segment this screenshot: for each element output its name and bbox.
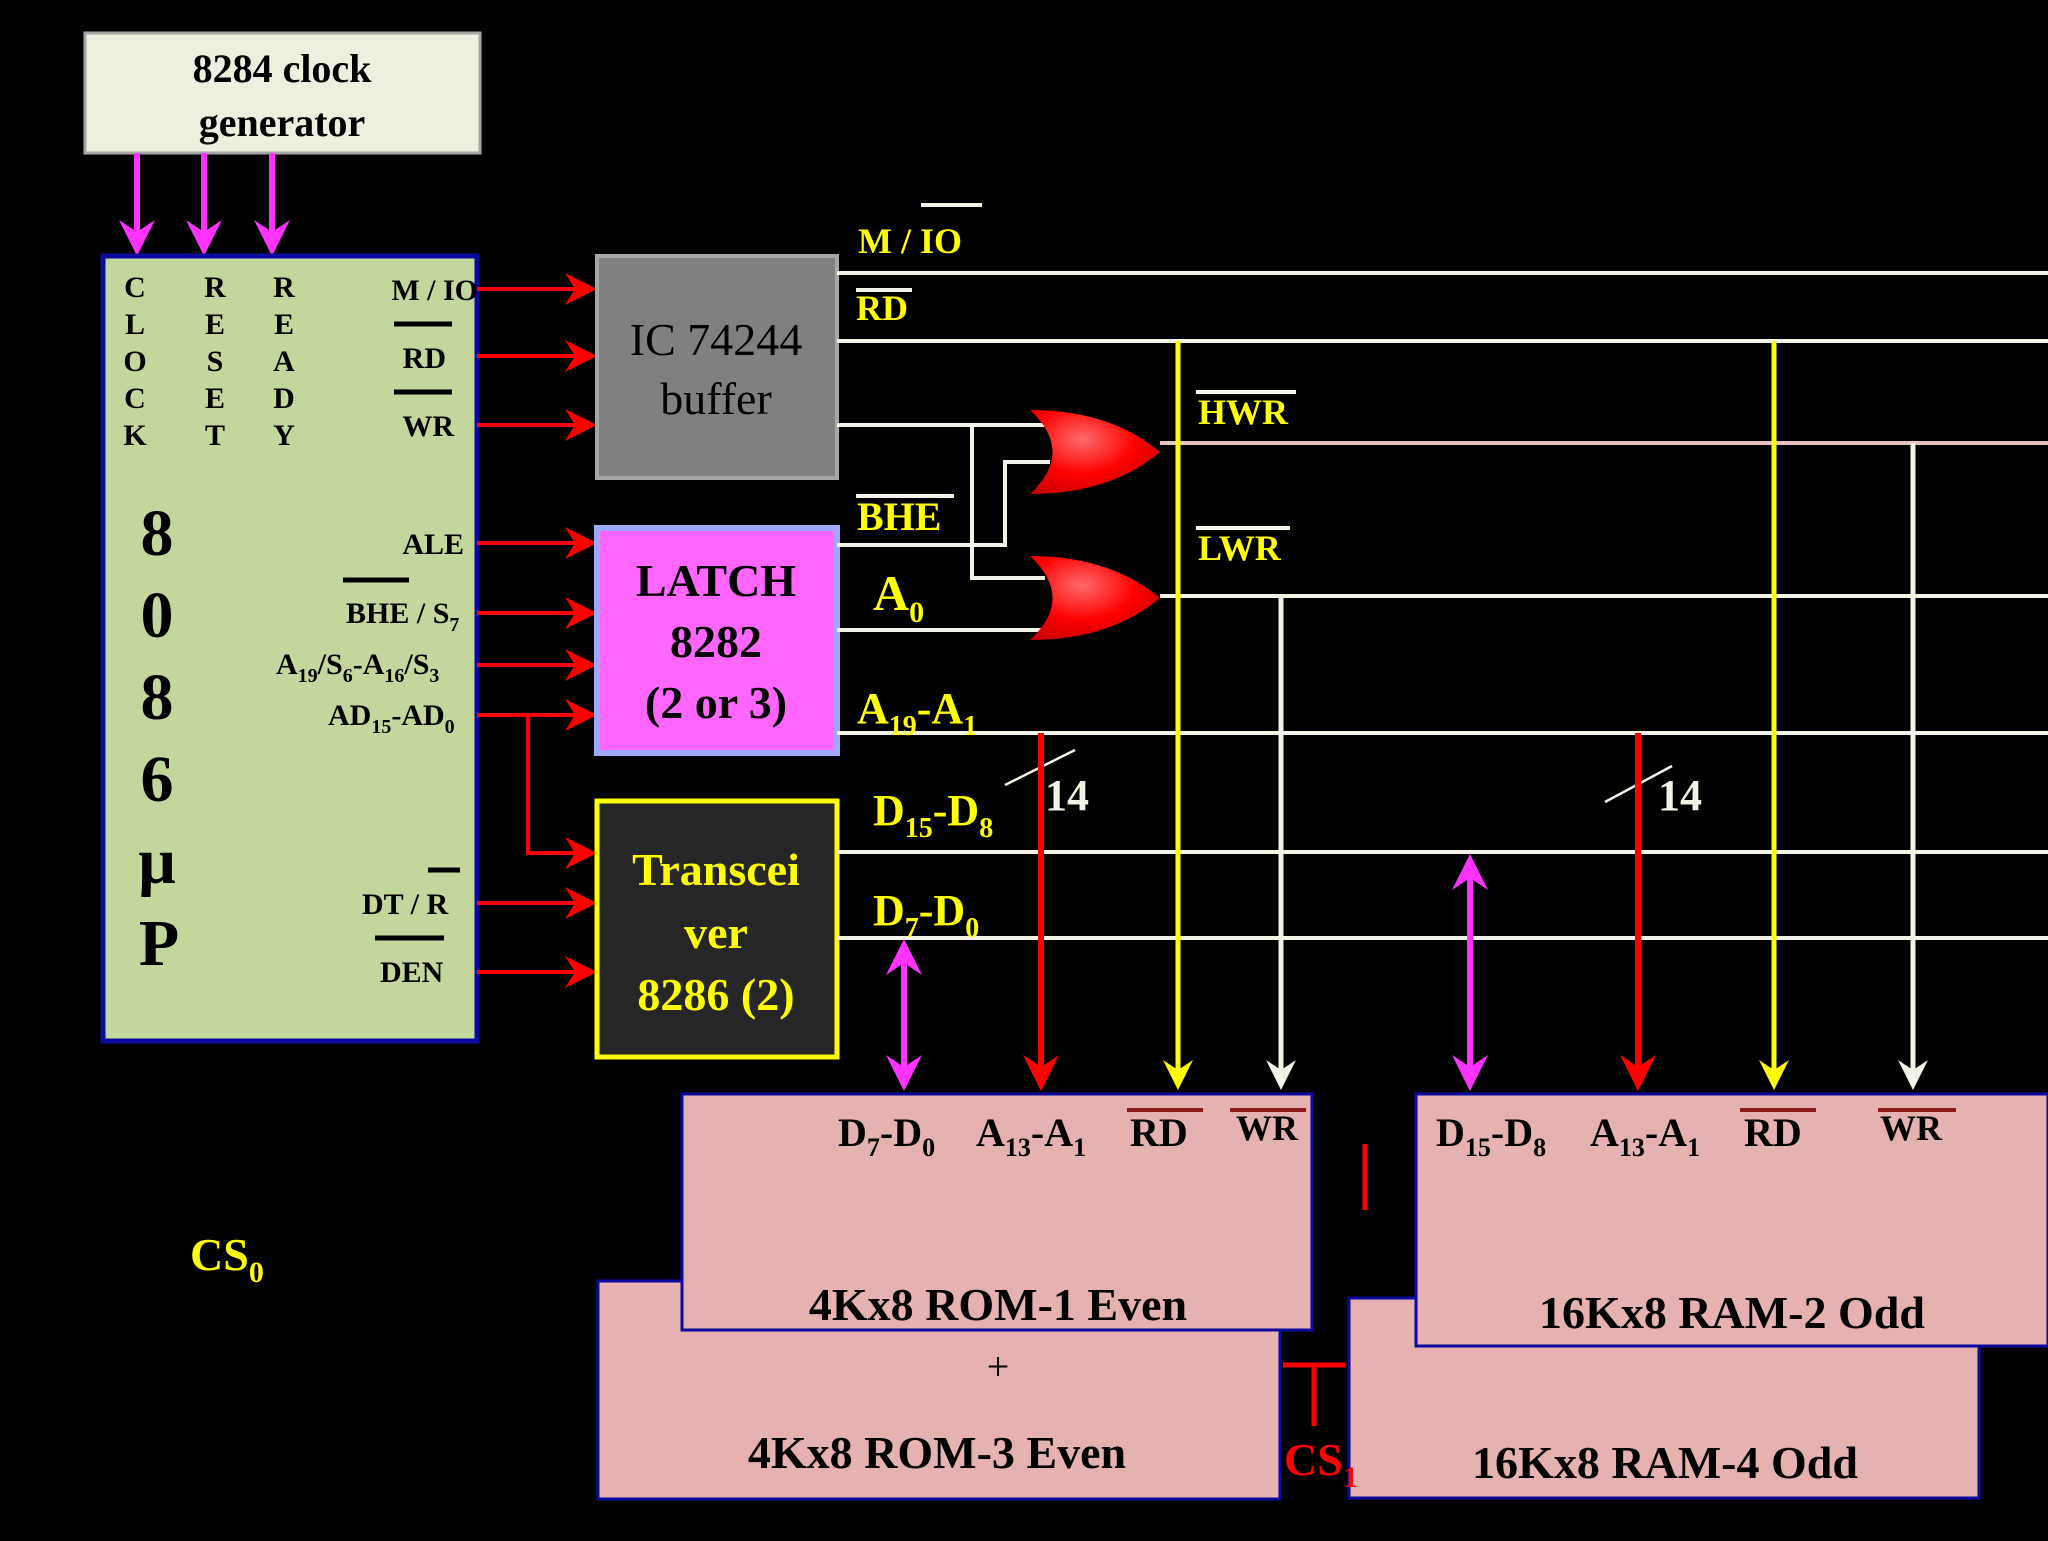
pin-address-status: A19/S6-A16/S3 [276, 648, 439, 687]
bus-label-bhe: BHE [857, 494, 941, 539]
transceiver-label-3: 8286 (2) [637, 969, 794, 1020]
chip-letter: 8 [141, 661, 174, 734]
buffer-label-2: buffer [660, 373, 772, 424]
cpu-vertical-labels: C L O C K R E S E T R E A D Y [123, 271, 295, 452]
width-label-left: 14 [1045, 771, 1089, 820]
clock-generator-box: 8284 clock generator [83, 31, 482, 155]
rom-1-title: 4Kx8 ROM-1 Even [809, 1279, 1187, 1330]
rom-3-title: 4Kx8 ROM-3 Even [748, 1427, 1126, 1478]
buffer-label-1: IC 74244 [630, 314, 803, 365]
bus-label-rd: RD [856, 288, 908, 328]
ready-letter: D [273, 382, 295, 415]
ad-to-transceiver-arrow [526, 715, 597, 869]
hwr-or-gate [1030, 410, 1160, 494]
bus-label-lwr: LWR [1198, 528, 1282, 568]
clock-letter: C [124, 271, 146, 304]
latch-label-2: 8282 [670, 616, 762, 667]
clock-letter: L [125, 308, 145, 341]
bus-label-data-low: D7-D0 [873, 886, 979, 944]
chip-letter: 6 [141, 743, 174, 816]
cs0-label: CS0 [190, 1229, 264, 1289]
ram-2-chip: 16Kx8 RAM-2 Odd D15-D8 A13-A1 RD WR [1414, 1092, 2048, 1348]
reset-letter: E [205, 308, 225, 341]
reset-letter: S [207, 345, 224, 378]
transceiver-label-2: ver [684, 907, 748, 958]
ram-2-wr-pin: WR [1880, 1108, 1943, 1148]
reset-letter: E [205, 382, 225, 415]
bus-label-a0: A0 [873, 565, 924, 629]
clock-letter: O [123, 345, 146, 378]
latch-label-1: LATCH [636, 555, 796, 606]
chip-letter: 8 [141, 497, 174, 570]
pin-mio: M / IO [391, 274, 478, 307]
rom-1-rd-pin: RD [1130, 1110, 1188, 1155]
cpu-chip-name: 8 0 8 6 µ P [138, 497, 179, 980]
lwr-or-gate [1030, 556, 1160, 640]
ready-letter: A [273, 345, 295, 378]
pin-ale: ALE [402, 528, 464, 561]
clock-generator-label-1: 8284 clock [193, 46, 373, 91]
rom-plus-sign: + [987, 1344, 1010, 1389]
pin-dtr: DT / R [362, 888, 448, 921]
system-bus-lines [837, 271, 2048, 940]
ready-letter: Y [273, 419, 295, 452]
pin-rd: RD [403, 342, 446, 375]
ready-letter: E [274, 308, 294, 341]
rom-1-wr-pin: WR [1236, 1108, 1299, 1148]
clock-letter: K [123, 419, 147, 452]
pin-den: DEN [380, 956, 444, 989]
pin-ad-bus: AD15-AD0 [328, 699, 455, 738]
bus-label-data-high: D15-D8 [873, 786, 993, 844]
rom-1-chip: 4Kx8 ROM-1 Even D7-D0 A13-A1 RD WR [680, 1092, 1314, 1332]
rom-1-data-pins: D7-D0 [838, 1110, 935, 1162]
reset-letter: R [204, 271, 226, 304]
ram-4-title: 16Kx8 RAM-4 Odd [1472, 1437, 1858, 1488]
pin-bhe: BHE / S7 [346, 597, 459, 636]
transceiver-label-1: Transcei [632, 844, 800, 895]
pin-wr: WR [402, 410, 454, 443]
cpu-pin-labels: M / IO RD WR ALE BHE / S7 A19/S6-A16/S3 … [276, 274, 478, 989]
chip-letter: µ [138, 825, 176, 898]
ready-letter: R [273, 271, 295, 304]
clock-generator-label-2: generator [199, 100, 366, 145]
cs1-label: CS1 [1284, 1434, 1358, 1494]
latch-label-3: (2 or 3) [645, 677, 787, 728]
transceiver-8286-box: Transcei ver 8286 (2) [594, 798, 840, 1060]
bus-label-mio: M / IO [858, 221, 962, 261]
bus-label-address: A19-A1 [857, 684, 977, 742]
reset-letter: T [205, 419, 225, 452]
cpu-8086-box [100, 253, 480, 1044]
bus-labels: M / IO RD HWR BHE LWR A0 A19-A1 D15-D8 D… [856, 203, 1296, 944]
ram-2-data-pins: D15-D8 [1436, 1110, 1546, 1162]
cpu-output-arrows [477, 273, 597, 988]
bus-label-hwr: HWR [1198, 392, 1289, 432]
ram-2-rd-pin: RD [1744, 1110, 1802, 1155]
chip-letter: P [139, 907, 179, 980]
wr-to-lwr-gate [970, 425, 1045, 580]
buffer-74244-box: IC 74244 buffer [595, 254, 839, 480]
latch-8282-box: LATCH 8282 (2 or 3) [594, 525, 840, 756]
ram-2-title: 16Kx8 RAM-2 Odd [1539, 1287, 1925, 1338]
ram-2-address-pins: A13-A1 [1590, 1110, 1700, 1162]
chip-letter: 0 [141, 579, 174, 652]
width-label-right: 14 [1658, 771, 1702, 820]
clock-letter: C [124, 382, 146, 415]
bhe-to-hwr-gate [837, 460, 1050, 547]
rom-1-address-pins: A13-A1 [976, 1110, 1086, 1162]
